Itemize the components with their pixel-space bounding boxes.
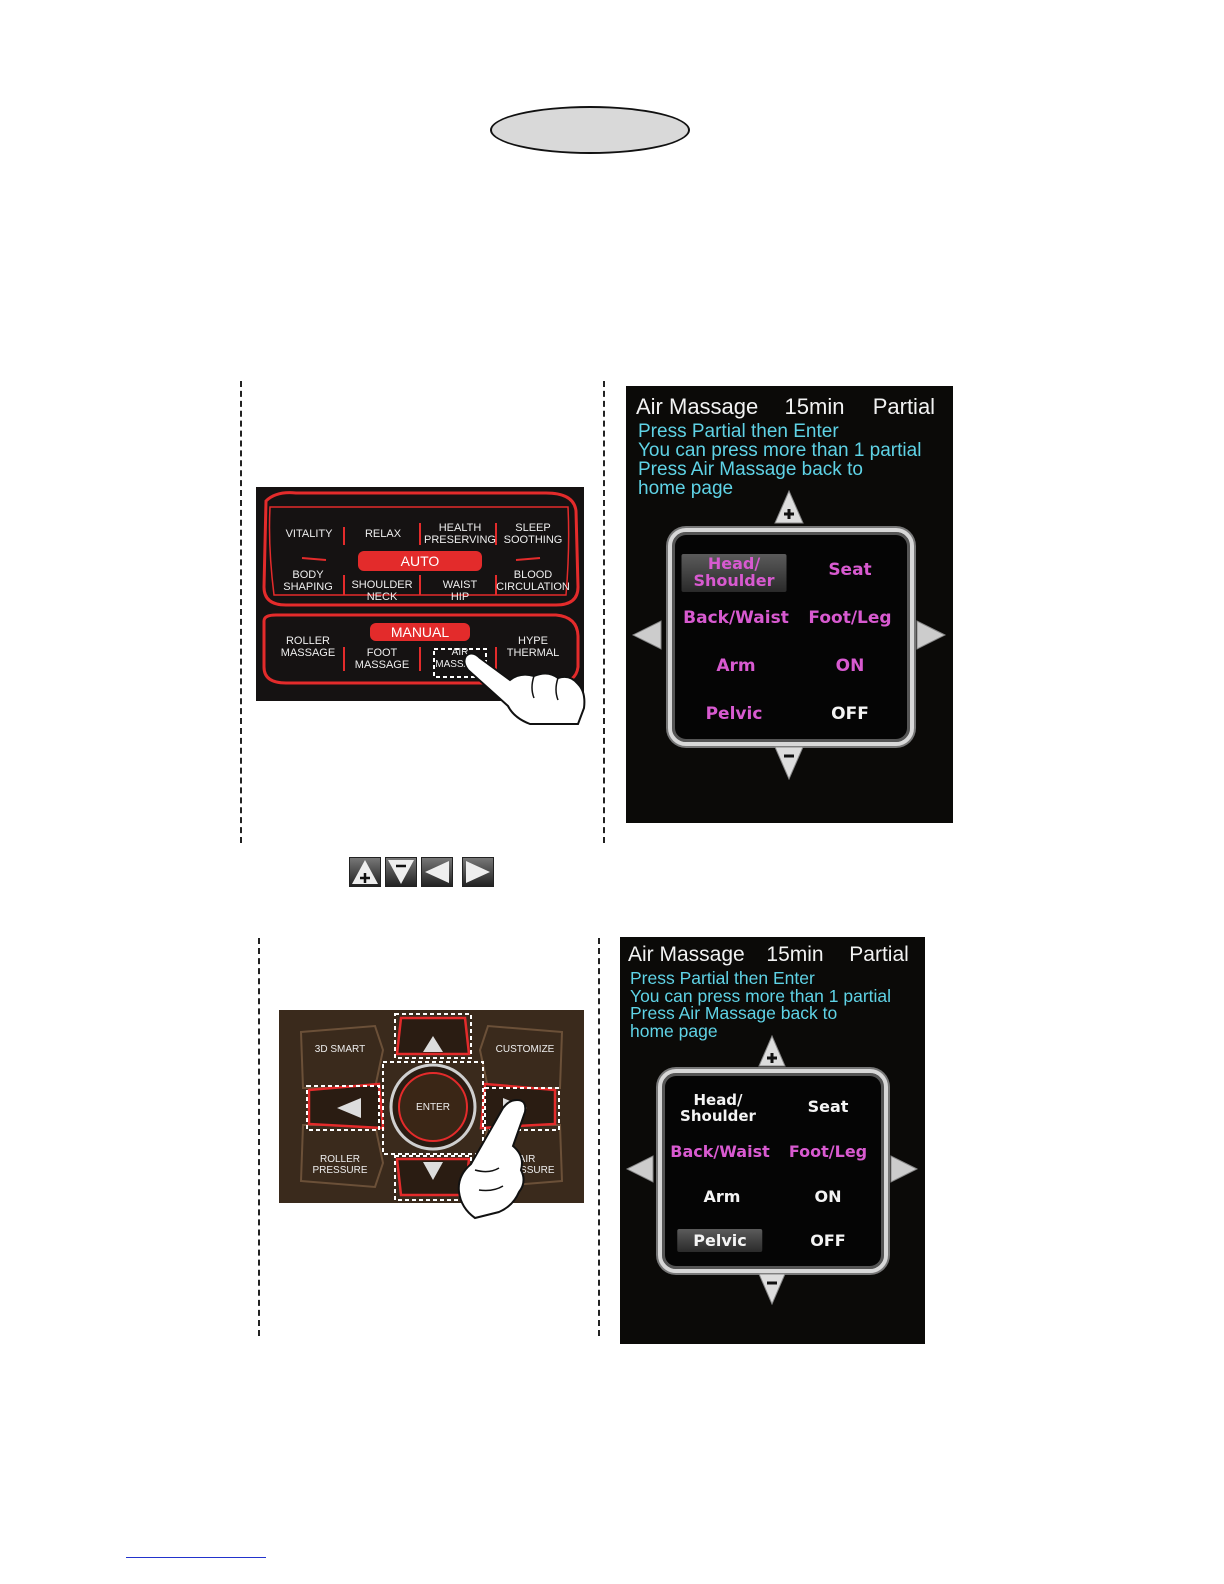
time-label: 15min [766,943,824,966]
down-minus-icon [774,746,804,780]
remote-panel-outlines [262,491,580,685]
left-arrow-icon [421,857,453,887]
customize-button[interactable]: CUSTOMIZE [495,1044,555,1055]
right-arrow-icon [916,620,946,650]
dashed-divider-left-1 [240,381,242,843]
lcd-title-bar: Air Massage 15min Partial [636,394,935,420]
instruction-line: You can press more than 1 partial [630,985,892,1006]
lcd-screen-air-massage-1: Air Massage 15min Partial Press Partial … [626,386,953,823]
off-option[interactable]: OFF [810,1231,846,1250]
on-option[interactable]: ON [835,656,865,676]
partial-options-frame: Head/Shoulder Seat Back/Waist Foot/Leg A… [658,1069,888,1273]
mode-label: Air Massage [636,394,759,419]
arm-option[interactable]: Arm [703,1187,741,1206]
nav-pad-outlines [299,1013,564,1201]
instruction-line: Press Air Massage back to [630,1003,838,1023]
section-title-oval [490,106,690,154]
pointing-hand-icon [463,652,586,725]
pelvic-option[interactable]: Pelvic [677,1229,763,1252]
right-arrow-icon [462,857,494,887]
off-option[interactable]: OFF [831,704,869,724]
relax-button[interactable]: RELAX [364,528,402,540]
time-label: 15min [784,394,845,419]
head-shoulder-option[interactable]: Head/Shoulder [681,554,787,592]
dashed-divider-mid-2 [598,938,600,1336]
auto-label: AUTO [358,551,482,571]
up-plus-icon [758,1035,786,1067]
footer-link-underline [126,1557,266,1558]
instruction-line: home page [630,1020,718,1041]
left-arrow-icon [632,620,662,650]
3d-smart-button[interactable]: 3D SMART [314,1044,366,1055]
foot-leg-option[interactable]: Foot/Leg [788,1142,868,1161]
on-option[interactable]: ON [814,1187,842,1206]
lcd-screen-air-massage-2: Air Massage 15min Partial Press Partial … [620,937,925,1344]
lcd-instructions: Press Partial then Enter You can press m… [638,422,921,498]
arm-option[interactable]: Arm [716,656,756,676]
up-plus-icon [349,857,381,887]
type-label: Partial [849,943,909,966]
seat-option[interactable]: Seat [828,560,872,580]
left-arrow-icon [626,1155,654,1183]
vitality-button[interactable]: VITALITY [285,528,333,540]
right-arrow-icon [890,1155,918,1183]
lcd-instructions: Press Partial then Enter You can press m… [630,968,892,1041]
type-label: Partial [872,394,936,419]
instruction-line: home page [638,478,734,499]
head-shoulder-option[interactable]: Head/Shoulder [680,1091,756,1125]
instruction-line: Press Partial then Enter [630,968,815,988]
pointing-hand-icon [457,1098,527,1220]
mode-label: Air Massage [628,943,745,966]
down-minus-icon [758,1273,786,1305]
instruction-line: Press Partial then Enter [638,421,839,442]
instruction-line: You can press more than 1 partial [638,440,922,461]
lcd-title-bar: Air Massage 15min Partial [628,943,909,967]
foot-leg-option[interactable]: Foot/Leg [808,608,892,628]
down-minus-icon [385,857,417,887]
back-waist-option[interactable]: Back/Waist [683,608,789,628]
partial-options-frame: Head/Shoulder Seat Back/Waist Foot/Leg A… [668,528,914,746]
dashed-divider-mid-1 [603,381,605,843]
seat-option[interactable]: Seat [807,1097,849,1116]
instruction-line: Press Air Massage back to [638,459,863,480]
enter-button[interactable]: ENTER [416,1102,450,1113]
back-waist-option[interactable]: Back/Waist [670,1142,770,1161]
dashed-divider-left-2 [258,938,260,1336]
manual-label: MANUAL [370,623,470,641]
up-plus-icon [774,490,804,524]
pelvic-option[interactable]: Pelvic [705,704,763,724]
